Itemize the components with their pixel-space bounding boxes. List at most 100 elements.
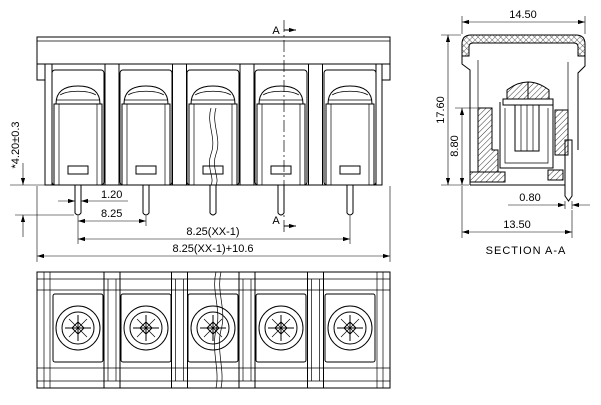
screw-dome	[258, 85, 304, 105]
dimension-overall-length: 8.25(XX-1)+10.6	[36, 186, 391, 262]
end-wall-right	[375, 63, 383, 186]
housing-body	[44, 63, 383, 186]
barrier-wall	[172, 63, 187, 186]
dimension-pin-width: 1.20	[58, 189, 128, 204]
barrier-wall	[104, 63, 120, 186]
screw-head-arc	[127, 90, 165, 96]
dimension-pin-length: *4.20±0.3	[10, 121, 74, 237]
plan-position-4	[255, 293, 307, 363]
section-washer	[502, 98, 554, 106]
screw-pocket	[187, 293, 239, 363]
section-mark-bottom: A	[272, 215, 280, 227]
screw-head-inner	[264, 311, 298, 345]
screw-drive-slot-icon	[271, 318, 291, 338]
section-view: 14.50 17.60 8.80 0.80 13.50	[435, 9, 590, 257]
dim-pin-thickness-label: 0.80	[519, 192, 540, 204]
pin-seat	[135, 165, 157, 175]
dim-pitch-span-label: 8.25(XX-1)	[186, 226, 239, 238]
screw-head-arc	[331, 90, 369, 96]
slot-cavity	[51, 69, 105, 186]
front-terminal-positions	[51, 69, 377, 216]
right-end-lug	[381, 63, 391, 81]
dimension-total-height: 17.60	[435, 34, 469, 186]
front-barrier-walls	[44, 63, 383, 186]
slot-cavity	[119, 69, 173, 186]
dimension-pin-thickness: 0.80	[508, 192, 590, 209]
pin-seat	[270, 165, 292, 175]
dimension-lower-height: 8.80	[449, 107, 477, 185]
dim-base-width-label: 13.50	[503, 219, 531, 231]
section-right-base	[547, 169, 564, 181]
plan-position-3	[187, 293, 239, 363]
slot-cavity	[186, 69, 240, 186]
plan-position-2	[120, 293, 172, 363]
plan-view-outline	[36, 271, 391, 389]
break-line	[219, 271, 224, 389]
dim-pitch-label: 8.25	[101, 208, 122, 220]
dimension-base-width: 13.50	[461, 186, 573, 238]
barrier-wall	[307, 271, 324, 389]
screw-head-outer	[190, 305, 236, 351]
screw-head-inner	[129, 311, 163, 345]
screw-head-outer	[55, 305, 101, 351]
slot-cavity	[323, 69, 377, 186]
screw-drive-slot-icon	[203, 318, 223, 338]
screw-drive-recess-icon	[274, 321, 288, 335]
terminal-pin	[277, 185, 285, 216]
barrier-wall	[238, 271, 256, 389]
section-mark-top: A	[272, 25, 280, 37]
section-clamp-outer	[499, 102, 554, 169]
dimension-pitch: 8.25	[77, 208, 147, 244]
dim-pin-length-label: *4.20±0.3	[10, 121, 22, 168]
barrier-wall	[171, 271, 188, 389]
section-top-cover	[461, 34, 586, 57]
screw-drive-slot-icon	[68, 318, 88, 338]
section-left-base	[469, 171, 506, 183]
plan-view	[36, 271, 391, 389]
wire-clamp	[325, 103, 375, 186]
screw-head-inner	[61, 311, 95, 345]
plan-position-1	[52, 293, 104, 363]
break-line	[214, 107, 219, 186]
break-line	[214, 271, 219, 389]
screw-pocket	[52, 293, 104, 363]
pin-seat	[339, 165, 361, 175]
front-view: A A *4.20±0.3 1.20 8.25 8.25(XX-1)	[10, 20, 391, 262]
pin-seat	[202, 165, 224, 175]
screw-head-arc	[194, 90, 232, 96]
front-position-2	[119, 69, 173, 216]
terminal-pin	[346, 185, 354, 216]
screw-head-arc	[262, 90, 300, 96]
section-caption: SECTION A-A	[486, 245, 567, 257]
barrier-wall	[308, 63, 323, 186]
screw-head-outer	[123, 305, 169, 351]
screw-drive-slot-icon	[340, 318, 360, 338]
section-terminal-pin	[564, 139, 573, 202]
screw-head-inner	[196, 311, 230, 345]
dim-overall-length-label: 8.25(XX-1)+10.6	[172, 243, 253, 255]
wire-clamp	[121, 103, 171, 186]
screw-drive-recess-icon	[71, 321, 85, 335]
screw-head-arc	[59, 90, 97, 96]
dim-total-height-label: 17.60	[435, 96, 447, 124]
wire-clamp	[53, 103, 103, 186]
slot-cavity	[254, 69, 308, 186]
screw-pocket	[255, 293, 307, 363]
plan-position-5	[324, 293, 376, 363]
screw-pocket	[120, 293, 172, 363]
terminal-pin	[209, 185, 217, 216]
barrier-wall	[239, 63, 255, 186]
screw-drive-slot-icon	[136, 318, 156, 338]
front-position-5	[323, 69, 377, 216]
screw-head-outer	[258, 305, 304, 351]
section-right-outline	[577, 56, 586, 150]
screw-dome	[55, 85, 101, 105]
section-right-wall	[554, 109, 569, 156]
wire-clamp	[188, 103, 238, 186]
screw-dome	[123, 85, 169, 105]
screw-dome	[190, 85, 236, 105]
dimension-top-width: 14.50	[461, 9, 586, 34]
front-position-1	[51, 69, 105, 216]
left-end-lug	[36, 63, 46, 81]
